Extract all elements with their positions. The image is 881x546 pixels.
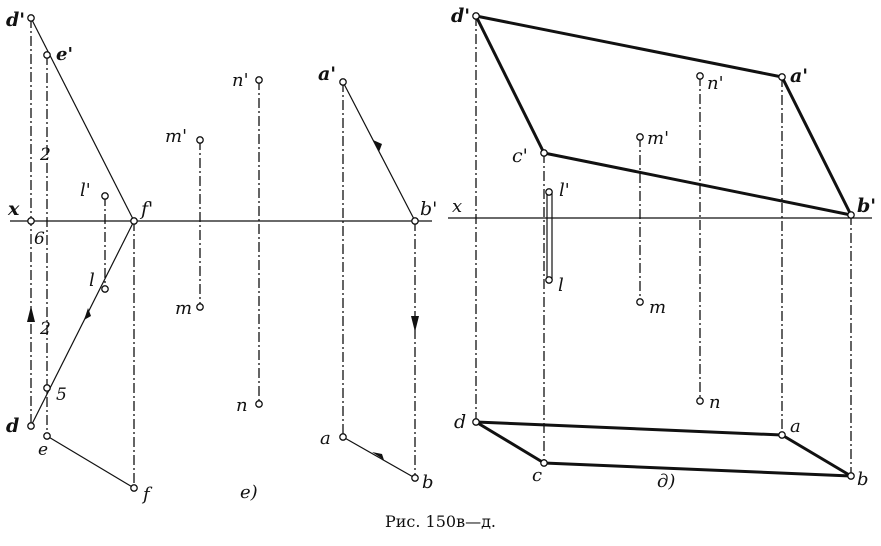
left-label-mark-5: 5 bbox=[56, 385, 67, 405]
right-point-l bbox=[545, 276, 553, 284]
right-label-n-prime: n' bbox=[707, 73, 724, 94]
left-point-m bbox=[196, 303, 204, 311]
left-arrow-down-on-b-link bbox=[411, 316, 419, 332]
left-label-mark-2-top: 2 bbox=[39, 145, 51, 165]
right-figure-label: д) bbox=[657, 471, 675, 492]
left-label-a: a bbox=[320, 428, 331, 449]
left-label-n: n bbox=[236, 395, 248, 416]
right-point-m-prime bbox=[636, 133, 644, 141]
left-label-e-prime: e' bbox=[56, 44, 73, 65]
right-label-l-prime: l' bbox=[559, 180, 570, 201]
right-point-m bbox=[636, 298, 644, 306]
left-label-l-prime: l' bbox=[80, 180, 91, 201]
left-label-m: m bbox=[175, 298, 192, 319]
left-label-f: f bbox=[141, 484, 153, 505]
right-label-c: c bbox=[532, 465, 542, 486]
right-edge-d-prime-a-prime bbox=[475, 14, 783, 79]
figure-caption: Рис. 150в—д. bbox=[384, 512, 497, 531]
left-point-n-prime bbox=[255, 76, 263, 84]
left-label-b: b bbox=[422, 472, 434, 493]
left-point-b-prime bbox=[411, 217, 419, 225]
right-label-l: l bbox=[558, 275, 564, 296]
right-point-a-prime bbox=[778, 73, 786, 81]
right-point-b bbox=[847, 472, 855, 480]
left-point-e bbox=[43, 432, 51, 440]
right-label-n: n bbox=[709, 392, 721, 413]
left-line-e-f bbox=[46, 435, 135, 489]
right-point-d-prime bbox=[472, 12, 480, 20]
right-point-b-prime bbox=[847, 211, 855, 219]
left-figure: d' e' 2 x 6 l' f' l 2 5 d e f m' m n' n … bbox=[6, 9, 437, 505]
left-point-f-prime bbox=[130, 217, 138, 225]
left-arrow-up-on-d-link bbox=[27, 306, 35, 322]
right-edge-d-a bbox=[475, 420, 783, 437]
right-label-b: b bbox=[857, 469, 869, 490]
right-label-d: d bbox=[454, 411, 466, 433]
left-label-a-prime: a' bbox=[318, 63, 336, 85]
left-point-6 bbox=[27, 217, 35, 225]
left-label-m-prime: m' bbox=[165, 126, 187, 147]
right-label-axis-x: x bbox=[452, 196, 462, 217]
right-point-c-prime bbox=[540, 149, 548, 157]
left-point-l bbox=[101, 285, 109, 293]
left-point-m-prime bbox=[196, 136, 204, 144]
left-label-b-prime: b' bbox=[420, 198, 437, 220]
right-point-a bbox=[778, 431, 786, 439]
right-edge-d-prime-c-prime bbox=[474, 15, 546, 154]
left-figure-label: е) bbox=[240, 482, 258, 503]
left-arrow-on-a-prime-b-prime bbox=[373, 140, 382, 152]
left-label-mark-2-bottom: 2 bbox=[39, 319, 51, 339]
right-label-c-prime: c' bbox=[512, 145, 528, 167]
left-label-e: e bbox=[38, 440, 48, 460]
left-point-5 bbox=[43, 384, 51, 392]
right-label-m-prime: m' bbox=[647, 128, 669, 149]
left-point-a-prime bbox=[339, 78, 347, 86]
left-point-l-prime bbox=[101, 192, 109, 200]
left-point-d-prime bbox=[27, 14, 35, 22]
left-label-n-prime: n' bbox=[232, 70, 249, 91]
right-edge-d-c bbox=[475, 420, 545, 465]
right-edge-a-prime-b-prime bbox=[780, 76, 853, 216]
right-edge-c-b bbox=[543, 461, 852, 478]
right-point-n bbox=[696, 397, 704, 405]
right-label-a: a bbox=[790, 416, 801, 437]
right-label-b-prime: b' bbox=[857, 195, 876, 217]
left-arrow-on-a-b bbox=[372, 452, 384, 460]
left-label-axis-x: x bbox=[7, 198, 20, 220]
left-label-f-prime: f' bbox=[139, 198, 153, 220]
left-line-a-b bbox=[342, 436, 416, 479]
left-point-d bbox=[27, 422, 35, 430]
left-label-d-prime: d' bbox=[6, 9, 25, 31]
right-edge-c-prime-b-prime bbox=[543, 151, 852, 217]
right-edge-a-b bbox=[781, 433, 852, 478]
left-point-a bbox=[339, 433, 347, 441]
left-point-b bbox=[411, 474, 419, 482]
left-point-n bbox=[255, 400, 263, 408]
left-point-f bbox=[130, 484, 138, 492]
left-label-mark-6: 6 bbox=[34, 229, 45, 249]
right-label-m: m bbox=[649, 297, 666, 318]
right-label-d-prime: d' bbox=[451, 5, 470, 27]
right-point-c bbox=[540, 459, 548, 467]
left-label-l: l bbox=[89, 270, 95, 291]
left-label-d: d bbox=[6, 415, 19, 437]
right-label-a-prime: a' bbox=[790, 65, 808, 87]
right-point-n-prime bbox=[696, 72, 704, 80]
left-arrow-on-f-prime-d bbox=[84, 308, 91, 320]
right-point-l-prime bbox=[545, 188, 553, 196]
left-line-f-prime-d bbox=[30, 220, 135, 427]
right-point-d bbox=[472, 418, 480, 426]
left-point-e-prime bbox=[43, 51, 51, 59]
right-figure: d' a' n' m' c' l' x b' l m n d a c b д) bbox=[448, 5, 876, 492]
